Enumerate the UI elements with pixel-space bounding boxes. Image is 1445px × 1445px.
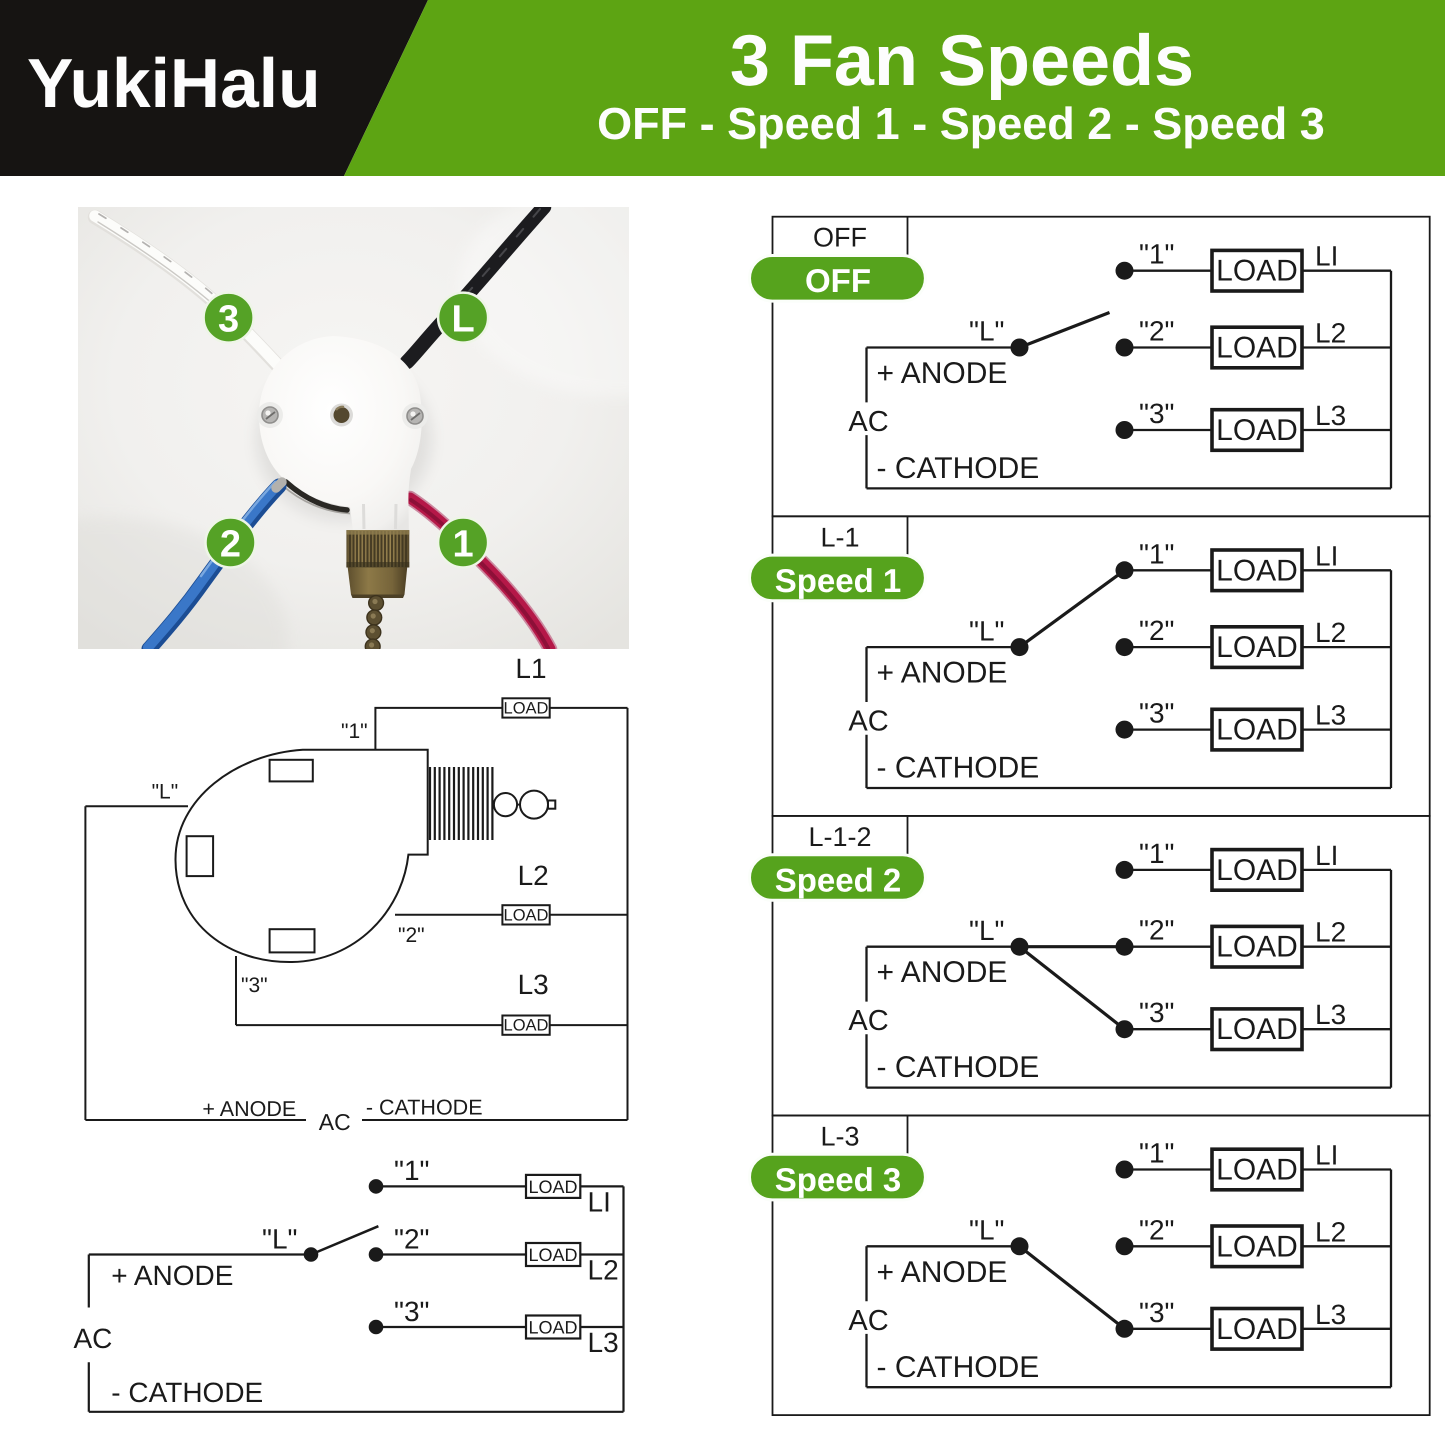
svg-text:"L": "L": [262, 1223, 297, 1254]
svg-text:L: L: [451, 299, 474, 341]
svg-text:AC: AC: [319, 1109, 351, 1135]
svg-text:L-1: L-1: [820, 522, 859, 552]
svg-text:Speed 2: Speed 2: [775, 861, 902, 898]
svg-text:AC: AC: [74, 1323, 113, 1354]
svg-text:OFF - Speed 1 - Speed 2 - Spee: OFF - Speed 1 - Speed 2 - Speed 3: [597, 98, 1325, 149]
svg-text:LOAD: LOAD: [504, 700, 549, 718]
svg-text:2: 2: [220, 524, 241, 566]
svg-text:LOAD: LOAD: [528, 1177, 577, 1197]
svg-text:Speed 1: Speed 1: [775, 562, 902, 599]
svg-text:L2: L2: [518, 860, 549, 891]
svg-text:L1: L1: [515, 653, 546, 684]
svg-text:L-3: L-3: [820, 1122, 859, 1152]
svg-text:OFF: OFF: [813, 223, 867, 253]
svg-text:LOAD: LOAD: [504, 906, 549, 924]
svg-text:L3: L3: [588, 1327, 619, 1358]
svg-text:L3: L3: [518, 969, 549, 1000]
svg-text:L-1-2: L-1-2: [808, 822, 871, 852]
svg-text:Speed 3: Speed 3: [775, 1161, 902, 1198]
svg-text:OFF: OFF: [805, 262, 871, 299]
svg-text:+ ANODE: + ANODE: [111, 1260, 233, 1291]
svg-text:"1": "1": [341, 720, 368, 743]
svg-text:"L": "L": [152, 781, 179, 804]
svg-text:LI: LI: [588, 1187, 611, 1218]
svg-text:3 Fan Speeds: 3 Fan Speeds: [730, 21, 1194, 101]
svg-text:- CATHODE: - CATHODE: [111, 1377, 263, 1408]
svg-text:3: 3: [218, 299, 239, 341]
svg-text:- CATHODE: - CATHODE: [366, 1096, 483, 1120]
svg-text:"3": "3": [241, 974, 268, 997]
svg-text:LOAD: LOAD: [504, 1017, 549, 1035]
svg-text:LOAD: LOAD: [528, 1318, 577, 1338]
svg-text:"3": "3": [394, 1296, 429, 1327]
svg-text:LOAD: LOAD: [528, 1245, 577, 1265]
svg-text:"2": "2": [398, 924, 425, 947]
svg-text:1: 1: [453, 524, 474, 566]
svg-text:"2": "2": [394, 1223, 429, 1254]
svg-text:+ ANODE: + ANODE: [202, 1097, 296, 1121]
svg-text:"1": "1": [394, 1155, 429, 1186]
svg-text:L2: L2: [588, 1255, 619, 1286]
svg-text:YukiHalu: YukiHalu: [27, 44, 321, 122]
